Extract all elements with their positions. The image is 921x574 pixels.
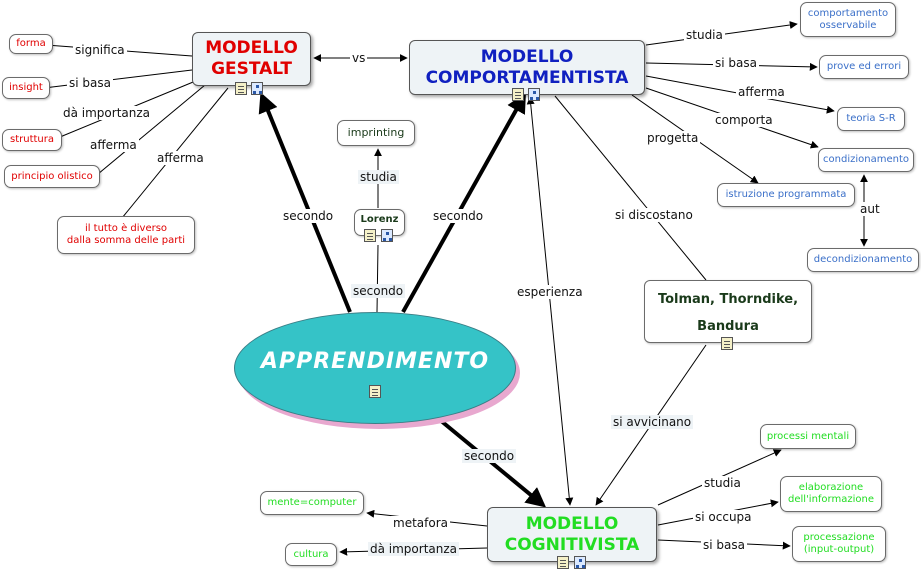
cognitivista-title-line1: MODELLO — [525, 513, 619, 534]
edge-esperienza — [526, 96, 574, 506]
node-tutto-diverso[interactable]: il tutto è diverso dalla somma delle par… — [57, 216, 195, 254]
edge-secondo-comp — [401, 92, 526, 313]
cultura-label: cultura — [293, 548, 329, 560]
link-label-comporta: comporta — [713, 113, 775, 127]
note-icon[interactable] — [235, 82, 247, 95]
lorenz-label: Lorenz — [360, 214, 399, 225]
link-label-afferma-gestalt-1: afferma — [88, 138, 139, 152]
submap-icon[interactable] — [381, 229, 393, 242]
node-cultura[interactable]: cultura — [285, 543, 337, 566]
processi-mentali-label: processi mentali — [766, 430, 850, 442]
istruzione-label: istruzione programmata — [725, 189, 847, 200]
processazione-line1: processazione — [803, 532, 875, 543]
node-imprinting[interactable]: imprinting — [337, 120, 415, 146]
link-label-si-basa-gestalt: si basa — [67, 76, 113, 90]
insight-label: insight — [9, 82, 43, 93]
edge-si-discostano — [554, 95, 707, 281]
gestalt-title-line2: GESTALT — [211, 59, 292, 79]
tutto-line2: dalla somma delle parti — [66, 235, 186, 246]
central-node-apprendimento[interactable]: APPRENDIMENTO — [234, 312, 516, 424]
link-label-si-basa-cogn: si basa — [701, 538, 747, 552]
node-modello-gestalt[interactable]: MODELLO GESTALT — [192, 32, 311, 86]
link-label-aut: aut — [858, 202, 882, 216]
link-label-si-occupa: si occupa — [693, 510, 754, 524]
node-comportamento-osservabile[interactable]: comportamento osservabile — [800, 2, 896, 37]
link-label-secondo-lorenz: secondo — [351, 284, 406, 298]
comportamento-line1: comportamento — [807, 7, 889, 19]
link-label-metafora: metafora — [391, 516, 450, 530]
link-label-da-importanza-cogn: dà importanza — [368, 542, 460, 556]
processazione-line2: (input-output) — [803, 544, 875, 555]
condizionamento-label: condizionamento — [823, 154, 909, 165]
node-forma[interactable]: forma — [9, 34, 53, 54]
central-node-label: APPRENDIMENTO — [260, 348, 490, 374]
link-label-si-basa-comp: si basa — [713, 56, 759, 70]
teoria-sr-label: teoria S-R — [846, 113, 896, 124]
link-label-esperienza: esperienza — [515, 285, 585, 299]
imprinting-label: imprinting — [347, 126, 405, 139]
note-icon[interactable] — [369, 385, 381, 398]
submap-icon[interactable] — [251, 82, 263, 95]
note-icon[interactable] — [512, 88, 524, 101]
elaborazione-line2: dell'informazione — [787, 494, 874, 505]
node-istruzione-programmata[interactable]: istruzione programmata — [717, 183, 855, 207]
note-icon[interactable] — [364, 229, 376, 242]
link-label-studia-lorenz: studia — [358, 170, 399, 184]
link-label-si-avvicinano: si avvicinano — [611, 415, 694, 429]
elaborazione-line1: elaborazione — [798, 482, 864, 493]
node-teoria-sr[interactable]: teoria S-R — [837, 107, 905, 131]
link-label-significa: significa — [73, 43, 127, 57]
struttura-label: struttura — [10, 134, 54, 145]
tolman-line2: Bandura — [697, 318, 759, 334]
mente-computer-label: mente=computer — [267, 497, 357, 508]
node-processi-mentali[interactable]: processi mentali — [760, 424, 856, 449]
link-label-afferma-comp: afferma — [736, 85, 787, 99]
node-processazione[interactable]: processazione (input-output) — [792, 526, 886, 562]
node-principio-olistico[interactable]: principio olistico — [4, 165, 100, 188]
node-condizionamento[interactable]: condizionamento — [818, 148, 914, 172]
tutto-line1: il tutto è diverso — [84, 223, 168, 234]
link-label-studia-cogn: studia — [702, 476, 743, 490]
node-modello-cognitivista[interactable]: MODELLO COGNITIVISTA — [487, 507, 657, 562]
comportamentista-title-line1: MODELLO — [480, 46, 574, 67]
submap-icon[interactable] — [528, 88, 540, 101]
link-label-progetta: progetta — [645, 131, 701, 145]
prove-errori-label: prove ed errori — [826, 61, 902, 72]
node-modello-comportamentista[interactable]: MODELLO COMPORTAMENTISTA — [409, 40, 645, 95]
node-insight[interactable]: insight — [2, 77, 50, 99]
link-label-studia-comp: studia — [684, 28, 725, 42]
edge-afferma-g1 — [97, 84, 206, 175]
link-label-da-importanza-gestalt: dà importanza — [61, 106, 153, 120]
forma-label: forma — [16, 38, 46, 49]
link-label-secondo-gestalt: secondo — [281, 209, 336, 223]
edge-secondo-gestalt — [258, 92, 352, 313]
node-mente-computer[interactable]: mente=computer — [260, 491, 364, 515]
node-struttura[interactable]: struttura — [2, 129, 62, 151]
link-label-afferma-gestalt-2: afferma — [155, 151, 206, 165]
tolman-line1: Tolman, Thorndike, — [657, 291, 799, 307]
cognitivista-title-line2: COGNITIVISTA — [504, 534, 640, 555]
node-lorenz[interactable]: Lorenz — [354, 209, 405, 236]
gestalt-title-line1: MODELLO — [205, 38, 298, 58]
submap-icon[interactable] — [574, 556, 586, 569]
node-decondizionamento[interactable]: decondizionamento — [807, 248, 919, 272]
node-tolman-thorndike-bandura[interactable]: Tolman, Thorndike, Bandura — [644, 280, 812, 343]
link-label-secondo-cogn: secondo — [462, 449, 517, 463]
edge-secondo-lorenz — [376, 244, 379, 313]
comportamentista-title-line2: COMPORTAMENTISTA — [425, 67, 629, 88]
link-label-secondo-comp: secondo — [431, 209, 486, 223]
comportamento-line2: osservabile — [819, 19, 877, 31]
link-label-vs: vs — [350, 51, 368, 65]
decondizionamento-label: decondizionamento — [813, 254, 913, 265]
node-elaborazione[interactable]: elaborazione dell'informazione — [780, 476, 882, 512]
node-prove-ed-errori[interactable]: prove ed errori — [819, 55, 909, 79]
note-icon[interactable] — [557, 556, 569, 569]
link-label-si-discostano: si discostano — [613, 208, 695, 222]
note-icon[interactable] — [721, 337, 733, 350]
principio-olistico-label: principio olistico — [11, 170, 93, 182]
